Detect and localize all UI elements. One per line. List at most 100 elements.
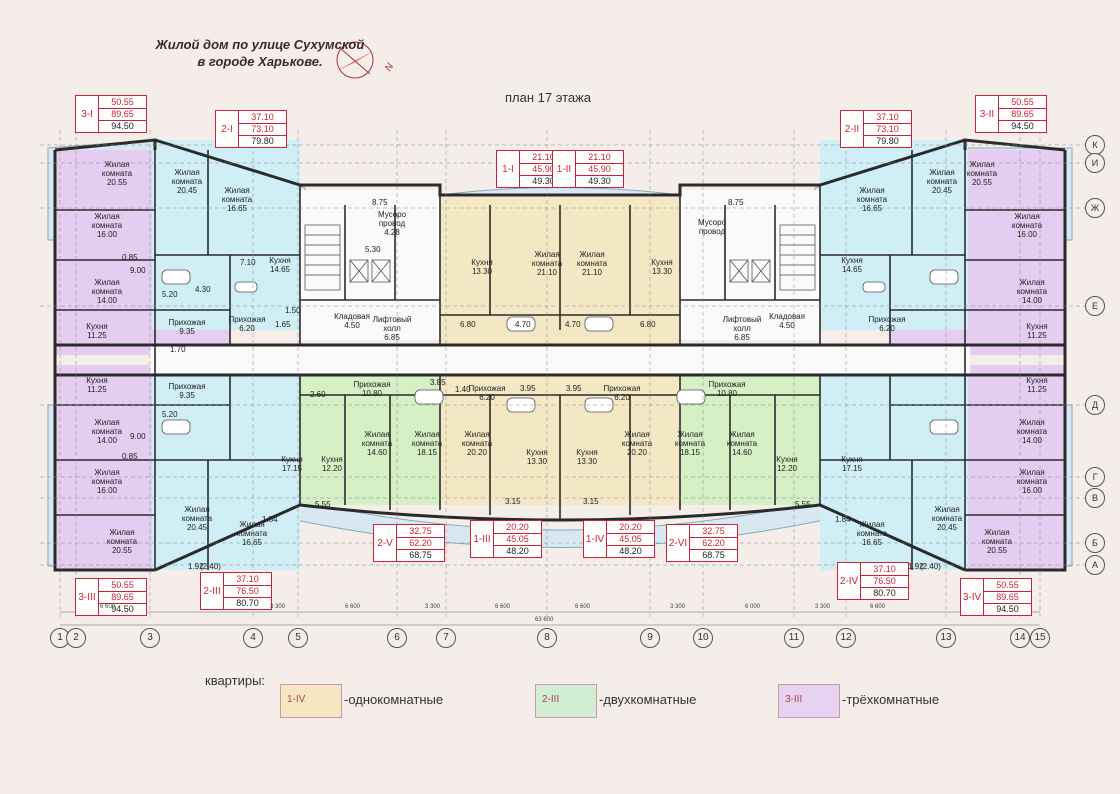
room-name: Лифтовый холл — [722, 315, 762, 333]
apartment-area: 76.50 — [223, 585, 271, 598]
room-area: 11.25 — [87, 331, 107, 340]
room-name: Кухня — [776, 455, 798, 464]
room-label: 5.55 — [795, 500, 811, 509]
room-area: 2.60 — [310, 390, 326, 399]
room-area: 6.20 — [879, 324, 895, 333]
room-area: 1.84 — [262, 515, 278, 524]
room-area: 5.30 — [365, 245, 381, 254]
room-name: Жилая комната — [1016, 468, 1048, 486]
room-area: 13.30 — [576, 457, 598, 466]
floor-title: план 17 этажа — [505, 90, 592, 105]
room-area: 20.20 — [626, 448, 648, 457]
room-area: 16.65 — [226, 204, 248, 213]
apartment-area: 68.75 — [396, 549, 444, 561]
apartment-area: 45.05 — [606, 533, 654, 546]
grid-axis-letter: В — [1085, 488, 1105, 508]
room-name: Кухня — [86, 322, 108, 331]
grid-axis-number: 14 — [1010, 628, 1030, 648]
dimension-lines — [60, 611, 1040, 626]
two-room-zones — [152, 140, 968, 570]
grid-axis-number: 13 — [936, 628, 956, 648]
room-area: 20.45 — [176, 186, 198, 195]
room-name: Жилая комната — [171, 168, 203, 186]
room-area: 11.25 — [1027, 331, 1047, 340]
room-area: 14.00 — [96, 436, 118, 445]
apartment-area: 37.10 — [863, 111, 911, 124]
room-label: 6.80 — [460, 320, 476, 329]
grid-axis-number: 15 — [1030, 628, 1050, 648]
room-name: Жилая комната — [856, 186, 888, 204]
grid-axis-letter: Ж — [1085, 198, 1105, 218]
room-area: 20.45 — [186, 523, 208, 532]
room-name: Прихожая — [603, 384, 641, 393]
apartment-area: 94.50 — [98, 603, 146, 615]
room-area: 5.55 — [315, 500, 331, 509]
grid-axis-letter: Е — [1085, 296, 1105, 316]
room-name: Жилая комната — [856, 520, 888, 538]
room-area: 5.20 — [162, 410, 178, 419]
grid-axis-number: 5 — [288, 628, 308, 648]
room-area: 17.15 — [281, 464, 303, 473]
apartment-area: 80.70 — [860, 587, 908, 599]
room-name: Кухня — [269, 256, 291, 265]
room-label: 5.20 — [162, 410, 178, 419]
room-name: Прихожая — [168, 382, 206, 391]
apartment-area: 48.20 — [493, 545, 541, 557]
room-name: Жилая комната — [411, 430, 443, 448]
room-label: 3.15 — [583, 497, 599, 506]
room-area: 20.55 — [106, 178, 128, 187]
room-label: 1.92 — [908, 562, 924, 571]
room-label: 5.55 — [315, 500, 331, 509]
room-area: 4.70 — [515, 320, 531, 329]
room-name: Прихожая — [353, 380, 391, 389]
apartment-code: 1-III — [473, 533, 491, 545]
bottom-dimension: 3 300 — [270, 604, 286, 610]
room-name: Жилая комната — [1016, 278, 1048, 296]
room-label: 2.60 — [310, 390, 326, 399]
room-name: Мусоро провод — [697, 218, 727, 236]
room-area: 4.70 — [565, 320, 581, 329]
room-area: 3.15 — [583, 497, 599, 506]
room-area: 1.50 — [285, 306, 301, 315]
room-area: 9.00 — [130, 266, 146, 275]
room-area: 16.65 — [241, 538, 263, 547]
apartment-code: 3-II — [979, 108, 995, 120]
apartment-area: 49.30 — [575, 175, 623, 187]
room-label: 1.70 — [170, 345, 186, 354]
grid-axis-number: 7 — [436, 628, 456, 648]
apartment-area: 37.10 — [860, 563, 908, 576]
grid-axis-number: 10 — [693, 628, 713, 648]
apartment-area: 50.55 — [98, 579, 146, 592]
apartment-area: 62.20 — [396, 537, 444, 550]
room-name: Кухня — [651, 258, 673, 267]
room-name: Кухня — [1026, 322, 1048, 331]
apartment-area: 94.50 — [983, 603, 1031, 615]
room-name: Кладовая — [769, 312, 805, 321]
room-name: Жилая комната — [576, 250, 608, 268]
grid-axis-letter: А — [1085, 555, 1105, 575]
room-name: Кухня — [576, 448, 598, 457]
apartment-area: 45.05 — [493, 533, 541, 546]
legend-code: 1-IV — [287, 694, 306, 705]
stairs-and-lifts — [304, 224, 816, 291]
